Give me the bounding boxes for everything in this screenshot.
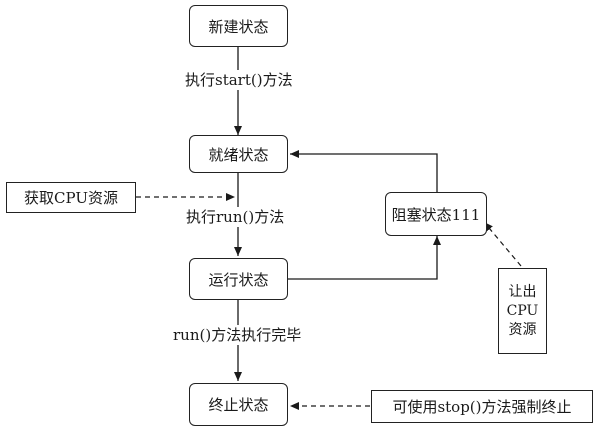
note-get-cpu-label: 获取CPU资源: [24, 189, 118, 207]
note-yield-cpu-line3: 资源: [508, 321, 537, 338]
transition-run-label: 执行run()方法: [185, 207, 286, 227]
state-new: 新建状态: [189, 5, 288, 47]
note-yield-cpu-line1: 让出: [508, 283, 537, 300]
state-terminated-label: 终止状态: [208, 396, 269, 414]
note-get-cpu: 获取CPU资源: [6, 182, 136, 213]
state-running-label: 运行状态: [208, 270, 269, 289]
state-terminated: 终止状态: [189, 383, 288, 426]
note-stop: 可使用stop()方法强制终止: [371, 390, 593, 423]
arrow-blocked-to-ready: [290, 150, 438, 192]
arrow-yield-cpu: [483, 221, 522, 267]
state-blocked-label: 阻塞状态111: [391, 205, 481, 224]
state-running: 运行状态: [189, 258, 288, 300]
note-yield-cpu: 让出 CPU 资源: [498, 268, 547, 354]
state-ready: 就绪状态: [189, 135, 288, 173]
note-stop-label: 可使用stop()方法强制终止: [392, 398, 572, 416]
arrow-running-to-blocked: [288, 236, 441, 280]
state-ready-label: 就绪状态: [208, 145, 269, 164]
transition-run-done-label: run()方法执行完毕: [172, 325, 303, 345]
note-yield-cpu-line2: CPU: [506, 302, 539, 319]
state-blocked: 阻塞状态111: [385, 192, 487, 236]
state-new-label: 新建状态: [208, 17, 269, 36]
transition-start-label: 执行start()方法: [184, 70, 294, 90]
